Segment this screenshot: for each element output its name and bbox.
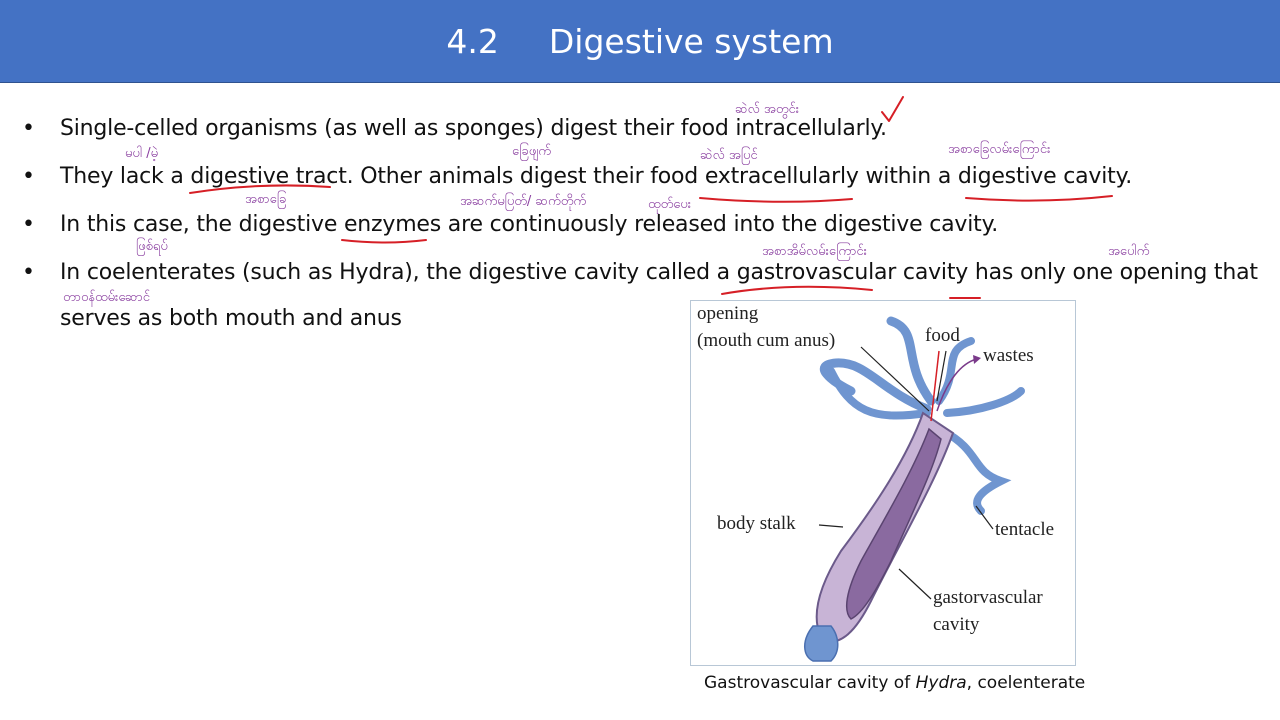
bullet-text: In this case, the digestive enzymes are … [60,212,999,237]
label-mouth-cum-anus: (mouth cum anus) [697,330,836,351]
bullet-marker: • [22,212,35,237]
leader-tentacle [975,505,994,530]
caption-suffix: , coelenterate [966,673,1086,693]
leader-opening [860,346,930,412]
annotation-intracellularly: ဆဲလ် အတွင်း [735,102,799,117]
annotation-lack: မပါ /မဲ့ [125,146,159,161]
underline-digestive-cavity [965,195,1113,202]
leader-cavity [898,568,932,600]
bullet-text: In coelenterates (such as Hydra), the di… [60,260,1258,285]
underline-gastrovascular [721,285,873,295]
slide-title: Digestive system [548,21,834,61]
label-wastes: wastes [983,345,1034,366]
figure-caption: Gastrovascular cavity of Hydra, coelente… [704,673,1085,693]
underline-enzymes [341,239,427,244]
label-cavity: cavity [933,614,980,635]
label-gastorvascular: gastorvascular [933,587,1043,608]
food-arrow [930,350,940,422]
tentacle-far-left [827,367,931,420]
slide-title-bar: 4.2 Digestive system [0,0,1280,83]
bullet-marker: • [22,116,35,141]
tentacle-right-lower [939,427,1012,515]
label-opening: opening [697,303,759,324]
tentacle-right [943,387,1025,417]
annotation-released: ထုတ်ပေး [648,197,691,212]
annotation-extracellularly: ဆဲလ် အပြင် [700,148,758,163]
wastes-arrow [936,358,978,412]
annotation-continuously: အဆက်မပြတ်/ ဆက်တိုက် [460,194,587,209]
caption-italic: Hydra [915,673,967,693]
caption-prefix: Gastrovascular cavity of [704,673,916,693]
annotation-digestive-cavity: အစာခြေလမ်းကြောင်း [948,142,1051,157]
section-number: 4.2 [446,21,499,61]
label-body-stalk: body stalk [717,513,796,534]
underline-extracellularly [699,197,853,203]
label-food: food [925,325,960,346]
hydra-cavity [845,427,942,620]
bullet-text: They lack a digestive tract. Other anima… [60,164,1133,189]
annotation-tract-below: အစာခြေ [245,192,287,207]
leader-body-stalk [818,524,844,528]
bullet-marker: • [22,260,35,285]
wastes-arrowhead [973,355,981,364]
hydra-figure: opening (mouth cum anus) food wastes bod… [690,300,1076,666]
hydra-illustration [804,316,1025,662]
bullet-text-continuation: serves as both mouth and anus [60,306,402,331]
annotation-serves: တာဝန်ထမ်းဆောင် [63,290,151,305]
tentacle-upper-left [886,316,936,406]
hydra-stalk [804,625,839,662]
annotation-opening: အပေါက် [1108,244,1150,259]
bullet-text: Single-celled organisms (as well as spon… [60,116,887,141]
label-tentacle: tentacle [995,519,1055,540]
annotation-digestive-tract: ခြေဖျက် [512,144,552,159]
bullet-marker: • [22,164,35,189]
annotation-gastrovascular: အစာအိမ်လမ်းကြောင်း [762,244,867,259]
leader-food [936,350,947,402]
annotation-case: ဖြစ်ရပ် [136,239,168,254]
